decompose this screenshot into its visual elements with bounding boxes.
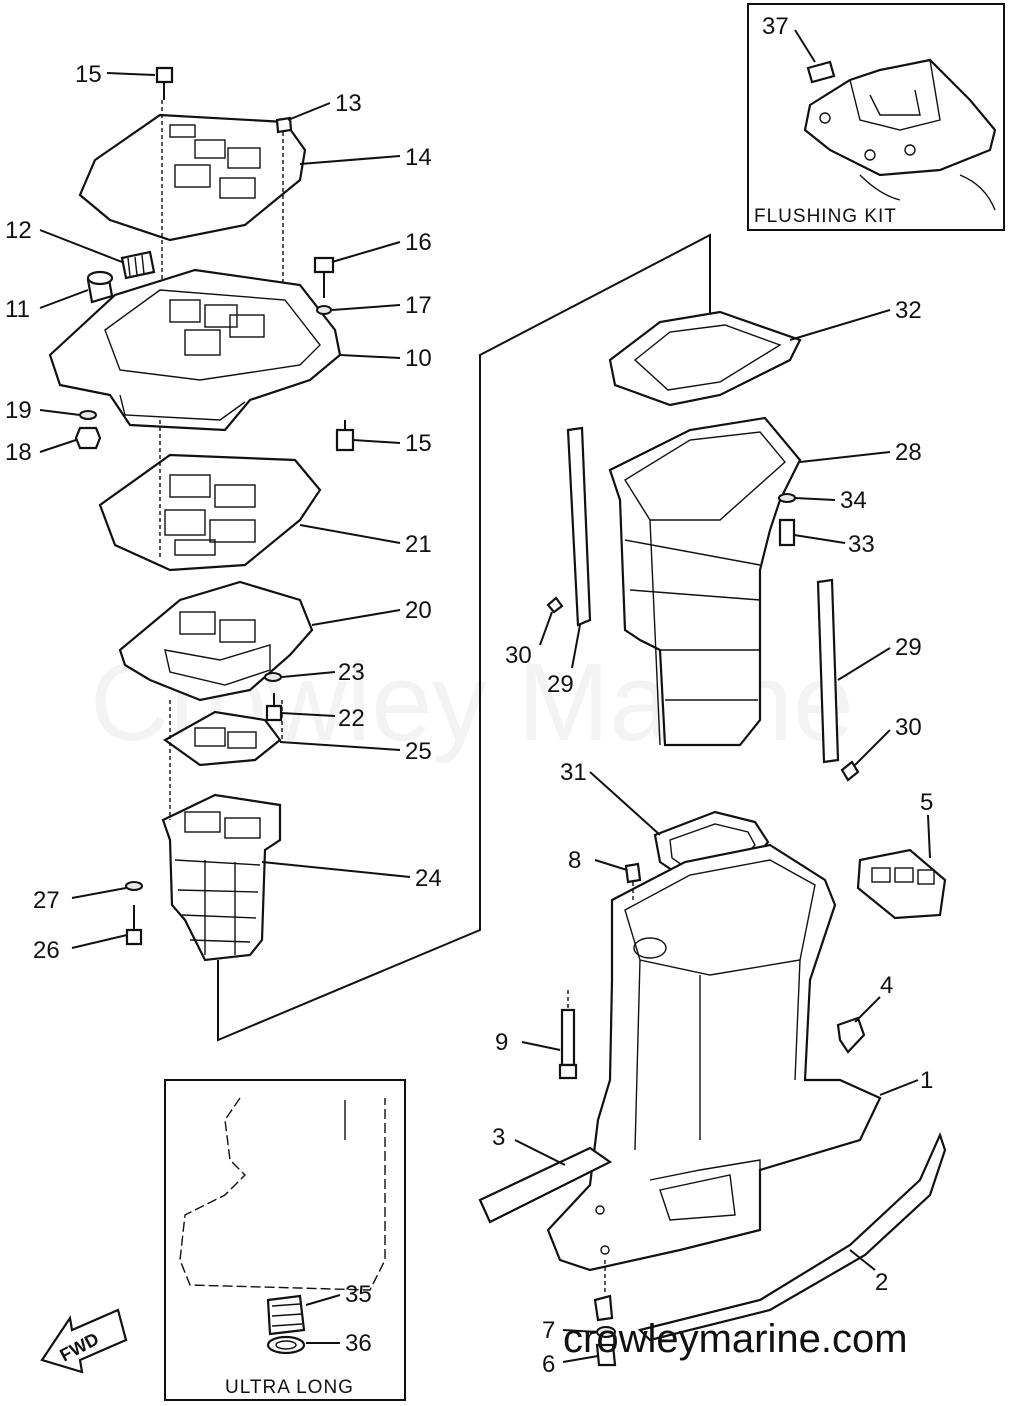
callout-21: 21 [405, 531, 432, 558]
callout-37: 37 [762, 13, 789, 40]
website-text[interactable]: crowleymarine.com [563, 1317, 908, 1361]
gasket-14 [78, 113, 307, 242]
callout-5: 5 [920, 789, 933, 816]
gasket-32 [608, 310, 802, 407]
callout-9: 9 [495, 1029, 508, 1056]
exhaust-guide-24 [161, 793, 282, 962]
upper-casing-28 [608, 416, 802, 747]
callout-8: 8 [568, 847, 581, 874]
housing-10 [48, 268, 342, 432]
callout-6: 6 [542, 1351, 555, 1378]
callout-3: 3 [492, 1124, 505, 1151]
callout-36: 36 [345, 1330, 372, 1357]
callout-30-left: 30 [505, 642, 532, 669]
callout-28: 28 [895, 439, 922, 466]
callout-10: 10 [405, 345, 432, 372]
callout-17: 17 [405, 292, 432, 319]
callout-35: 35 [345, 1281, 372, 1308]
callout-14: 14 [405, 144, 432, 171]
callout-34: 34 [840, 487, 867, 514]
callout-32: 32 [895, 297, 922, 324]
flushing-kit-inset: 37 FLUSHING KIT [747, 3, 1005, 231]
callout-29-right: 29 [895, 634, 922, 661]
callout-15-top: 15 [75, 61, 102, 88]
callout-15-lower: 15 [405, 430, 432, 457]
callout-7: 7 [542, 1317, 555, 1344]
callout-25: 25 [405, 738, 432, 765]
callout-31: 31 [560, 759, 587, 786]
callout-29-left: 29 [547, 671, 574, 698]
callout-22: 22 [338, 705, 365, 732]
callout-16: 16 [405, 229, 432, 256]
callout-13: 13 [335, 90, 362, 117]
forward-arrow: FWD [40, 1308, 128, 1374]
callout-11: 11 [5, 296, 30, 323]
flushing-kit-label: FLUSHING KIT [754, 206, 897, 227]
ultra-long-inset: 35 36 ULTRA LONG [164, 1079, 406, 1401]
callout-4: 4 [880, 972, 893, 999]
callout-27: 27 [33, 887, 60, 914]
gasket-25 [162, 710, 282, 767]
plate-20 [118, 580, 314, 702]
callout-19: 19 [5, 397, 32, 424]
callout-33: 33 [848, 531, 875, 558]
callout-12: 12 [5, 217, 32, 244]
callout-24: 24 [415, 865, 442, 892]
callout-1: 1 [920, 1067, 933, 1094]
callout-2: 2 [875, 1269, 888, 1296]
gasket-21 [98, 453, 322, 572]
callout-26: 26 [33, 937, 60, 964]
callout-18: 18 [5, 439, 32, 466]
lower-casing-1 [546, 843, 882, 1272]
callout-23: 23 [338, 659, 365, 686]
callout-30-right: 30 [895, 714, 922, 741]
callout-20: 20 [405, 597, 432, 624]
ultra-long-label: ULTRA LONG [225, 1377, 354, 1398]
